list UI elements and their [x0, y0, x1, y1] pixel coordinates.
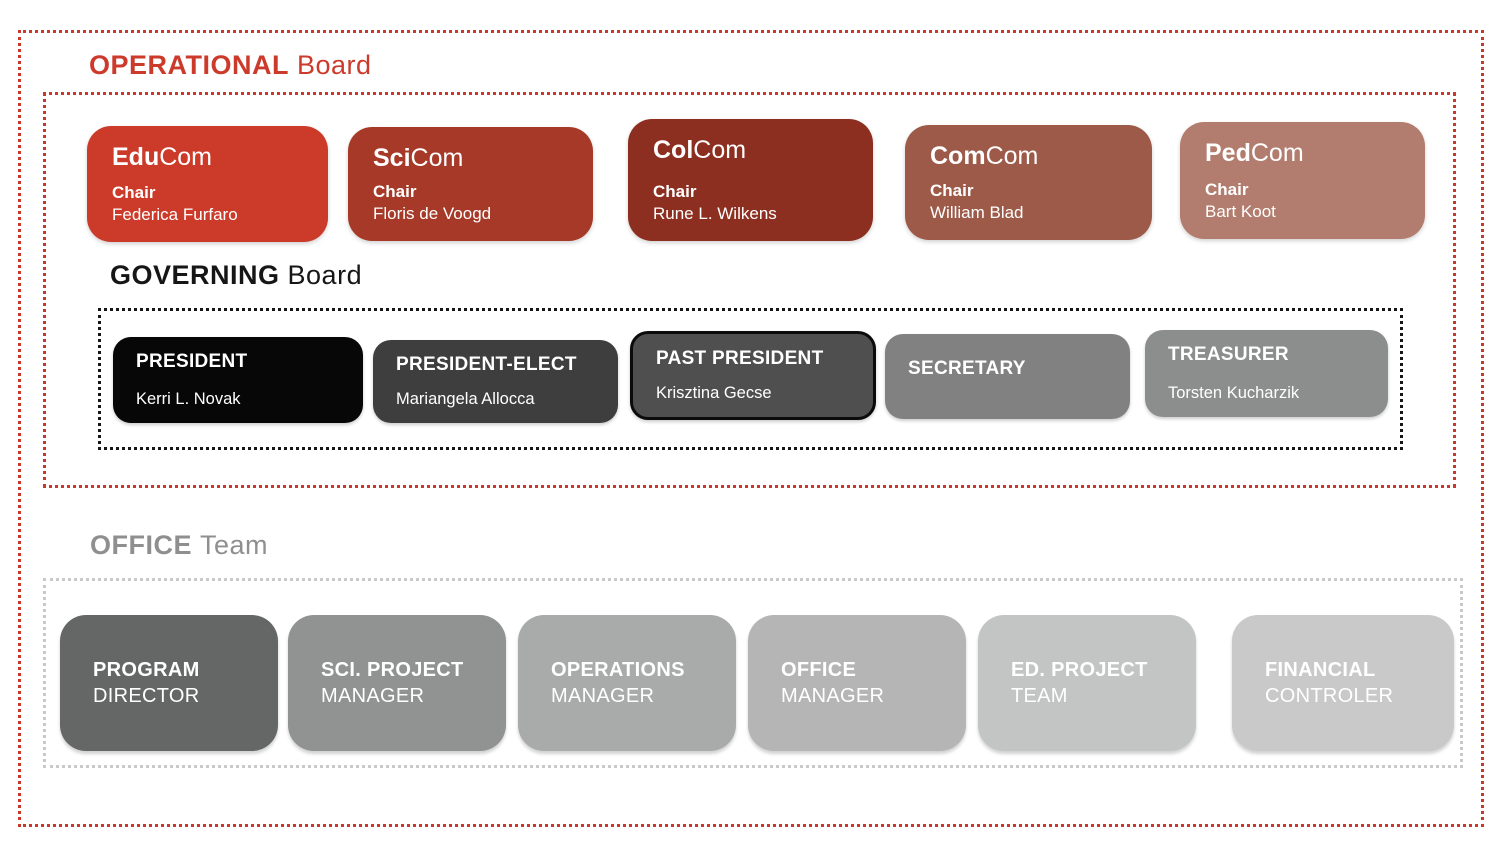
committee-card-educom: EduCom Chair Federica Furfaro: [87, 126, 328, 242]
chair-name: Federica Furfaro: [112, 204, 238, 224]
committees-governing-outline: [43, 92, 1456, 488]
committee-chair-block: Chair Floris de Voogd: [373, 181, 568, 225]
governing-title-regular: Board: [287, 260, 363, 290]
governing-board-outline: [98, 308, 1403, 450]
position-title: PAST PRESIDENT: [656, 348, 824, 369]
chair-label: Chair: [1205, 179, 1249, 199]
governing-title-bold: GOVERNING: [110, 260, 280, 290]
committee-card-pedcom: PedCom Chair Bart Koot: [1180, 122, 1425, 239]
role-line1: SCI. PROJECT: [321, 658, 464, 681]
role-line2: DIRECTOR: [93, 685, 200, 707]
role-line2: CONTROLER: [1265, 685, 1394, 707]
governing-card-secretary: SECRETARY: [885, 334, 1130, 419]
committee-card-colcom: ColCom Chair Rune L. Wilkens: [628, 119, 873, 241]
chair-label: Chair: [930, 180, 974, 200]
office-card-sci-project-manager: SCI. PROJECT MANAGER: [288, 615, 506, 751]
office-card-program-director: PROGRAM DIRECTOR: [60, 615, 278, 751]
office-team-title: OFFICE Team: [90, 530, 268, 561]
operational-title-regular: Board: [297, 50, 372, 80]
governing-card-president: PRESIDENT Kerri L. Novak: [113, 337, 363, 423]
committee-title: SciCom: [373, 144, 464, 172]
office-title-bold: OFFICE: [90, 530, 192, 560]
chair-name: William Blad: [930, 202, 1024, 222]
office-card-ed-project-team: ED. PROJECT TEAM: [978, 615, 1196, 751]
position-title: SECRETARY: [908, 358, 1026, 379]
position-title: PRESIDENT: [136, 351, 248, 372]
role-line2: MANAGER: [551, 685, 655, 707]
office-card-office-manager: OFFICE MANAGER: [748, 615, 966, 751]
office-title-regular: Team: [200, 530, 269, 560]
office-card-operations-manager: OPERATIONS MANAGER: [518, 615, 736, 751]
chair-name: Bart Koot: [1205, 201, 1276, 221]
role-line1: PROGRAM: [93, 658, 200, 681]
position-name: Kerri L. Novak: [136, 390, 241, 408]
role-line1: FINANCIAL: [1265, 658, 1376, 681]
chair-name: Floris de Voogd: [373, 203, 492, 223]
committee-chair-block: Chair Federica Furfaro: [112, 182, 303, 226]
role-line1: OFFICE: [781, 658, 857, 681]
committee-title: ColCom: [653, 136, 747, 164]
position-name: Mariangela Allocca: [396, 390, 535, 408]
role-line2: MANAGER: [781, 685, 885, 707]
committee-chair-block: Chair Rune L. Wilkens: [653, 181, 848, 225]
position-name: Krisztina Gecse: [656, 384, 772, 402]
committee-chair-block: Chair Bart Koot: [1205, 179, 1400, 223]
chair-label: Chair: [653, 181, 697, 201]
chair-label: Chair: [373, 181, 417, 201]
role-line2: MANAGER: [321, 685, 425, 707]
governing-card-treasurer: TREASURER Torsten Kucharzik: [1145, 330, 1388, 417]
position-title: TREASURER: [1168, 344, 1289, 365]
committee-title: PedCom: [1205, 139, 1304, 167]
committee-card-comcom: ComCom Chair William Blad: [905, 125, 1152, 240]
governing-card-past-president: PAST PRESIDENT Krisztina Gecse: [630, 331, 876, 420]
role-line2: TEAM: [1011, 685, 1068, 707]
committee-title: ComCom: [930, 142, 1039, 170]
committee-card-scicom: SciCom Chair Floris de Voogd: [348, 127, 593, 241]
governing-card-president-elect: PRESIDENT-ELECT Mariangela Allocca: [373, 340, 618, 423]
position-name: Torsten Kucharzik: [1168, 384, 1300, 402]
committee-chair-block: Chair William Blad: [930, 180, 1127, 224]
office-card-financial-controler: FINANCIAL CONTROLER: [1232, 615, 1454, 751]
operational-board-title: OPERATIONAL Board: [89, 50, 372, 81]
committee-title: EduCom: [112, 143, 213, 171]
operational-title-bold: OPERATIONAL: [89, 50, 289, 80]
chair-name: Rune L. Wilkens: [653, 203, 777, 223]
office-team-outline: [43, 578, 1463, 768]
operational-board-outline: [18, 30, 1484, 827]
chair-label: Chair: [112, 182, 156, 202]
role-line1: ED. PROJECT: [1011, 658, 1148, 681]
role-line1: OPERATIONS: [551, 658, 685, 681]
position-title: PRESIDENT-ELECT: [396, 354, 577, 375]
